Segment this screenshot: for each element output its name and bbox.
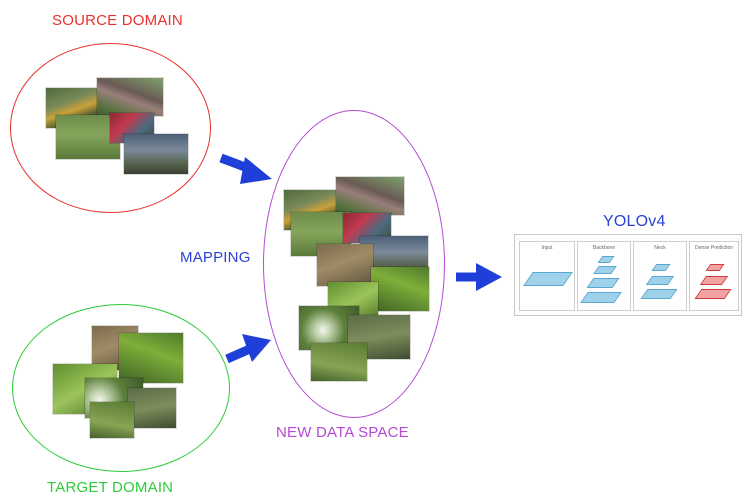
new-space-image-2	[336, 177, 404, 215]
target-image-2	[119, 333, 183, 383]
arrow-source-to-new	[219, 153, 272, 184]
target-image-5	[128, 388, 176, 428]
yolo-backbone-plate-1	[597, 256, 615, 263]
yolo-pred-plate-3	[694, 289, 732, 299]
new-space-image-7	[371, 267, 429, 311]
yolo-label: YOLOv4	[603, 213, 666, 230]
yolo-stage-input: Input	[519, 241, 575, 311]
new-data-space-ellipse	[263, 110, 445, 418]
yolov4-diagram: Input Backbone Neck Dense Prediction	[514, 234, 742, 316]
yolo-backbone-plate-4	[580, 292, 622, 303]
source-domain-ellipse	[10, 43, 211, 213]
yolo-neck-plate-2	[645, 276, 675, 285]
source-image-3	[56, 115, 120, 159]
target-image-6	[90, 402, 134, 438]
yolo-neck-plate-3	[640, 289, 678, 299]
new-space-image-6	[317, 244, 373, 286]
yolo-backbone-plate-2	[593, 266, 617, 274]
target-domain-ellipse	[12, 304, 230, 472]
new-data-space-label: NEW DATA SPACE	[276, 424, 409, 441]
mapping-label: MAPPING	[180, 249, 251, 266]
source-domain-label: SOURCE DOMAIN	[52, 12, 183, 29]
yolo-pred-plate-2	[699, 276, 729, 285]
yolo-backbone-plate-3	[586, 278, 620, 288]
yolo-stage-dense-prediction: Dense Prediction	[689, 241, 739, 311]
yolo-neck-plate-1	[651, 264, 671, 271]
source-image-5	[124, 134, 188, 174]
arrow-new-to-yolo	[456, 263, 502, 291]
source-image-2	[97, 78, 163, 116]
target-domain-label: TARGET DOMAIN	[47, 479, 174, 496]
yolo-stage-neck: Neck	[633, 241, 687, 311]
new-space-image-11	[311, 343, 367, 381]
yolo-stage-backbone: Backbone	[577, 241, 631, 311]
yolo-pred-plate-1	[705, 264, 725, 271]
yolo-input-plate	[523, 272, 573, 286]
arrow-target-to-new	[225, 334, 271, 364]
